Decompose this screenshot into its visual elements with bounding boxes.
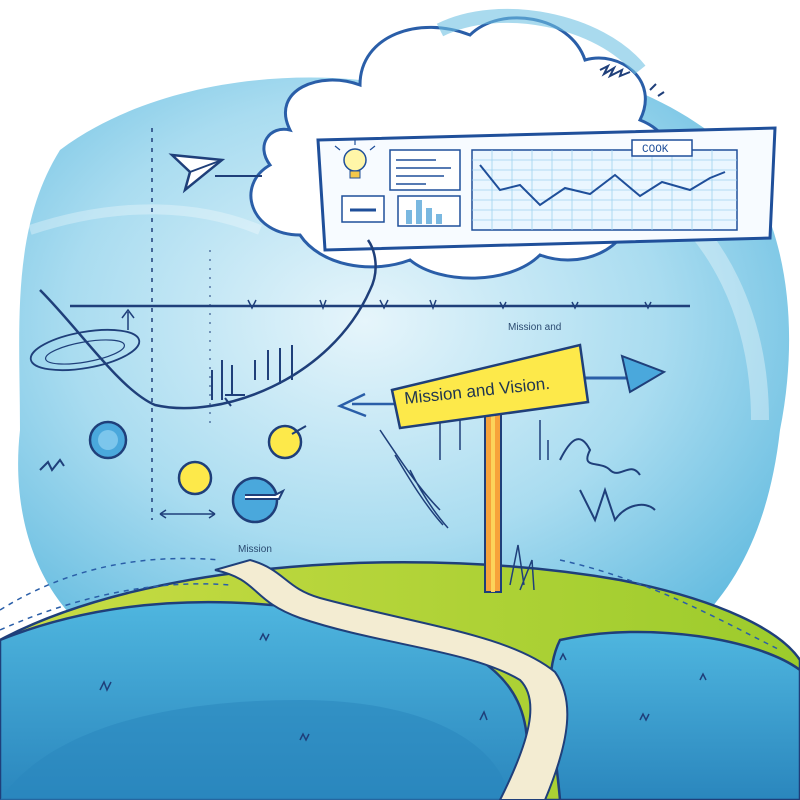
blue-dot-highlight bbox=[98, 430, 118, 450]
orbit-sketch bbox=[29, 308, 141, 372]
mission-label: Mission bbox=[238, 544, 272, 555]
dashboard-panel: COOK bbox=[316, 126, 777, 252]
lake-shade bbox=[0, 700, 510, 800]
dashed-arcs bbox=[0, 557, 781, 651]
squiggle-mark bbox=[599, 63, 631, 79]
sign-board bbox=[390, 343, 590, 430]
ground bbox=[0, 560, 800, 800]
span-arrow bbox=[159, 509, 216, 519]
sign-post-highlight bbox=[491, 412, 495, 592]
trend-curve bbox=[39, 239, 377, 410]
cloud-shade bbox=[436, 8, 646, 75]
chart-line bbox=[479, 164, 726, 207]
pin-marker bbox=[245, 488, 286, 500]
lake-right bbox=[548, 630, 800, 800]
data-dots bbox=[88, 420, 307, 524]
cook-badge bbox=[631, 139, 693, 157]
lightbulb-icon bbox=[334, 139, 376, 179]
post-grass bbox=[509, 544, 535, 591]
yellow-dot-lower bbox=[177, 460, 213, 496]
stat-card bbox=[341, 195, 385, 223]
motion-lines bbox=[379, 410, 549, 529]
paper-plane-icon bbox=[168, 153, 226, 194]
arrow-left-icon bbox=[336, 392, 400, 418]
text-card bbox=[389, 149, 461, 191]
squiggle-mark-2 bbox=[649, 83, 665, 97]
scribble-left bbox=[39, 458, 65, 472]
line-chart-card: COOK bbox=[471, 139, 738, 231]
signature-scribble bbox=[559, 438, 656, 523]
yellow-dot-upper-tick bbox=[291, 425, 307, 435]
winding-path bbox=[214, 558, 569, 800]
faint-label: Mission and bbox=[508, 322, 561, 333]
axis-ticks bbox=[247, 299, 652, 311]
grass-marks bbox=[99, 632, 707, 742]
signpost: Mission and Vision. bbox=[390, 343, 590, 593]
bar-sketch bbox=[211, 345, 293, 407]
mini-bar-chart bbox=[397, 195, 461, 227]
sky-swoosh-2 bbox=[28, 204, 262, 235]
cook-badge-label: COOK bbox=[642, 144, 669, 156]
